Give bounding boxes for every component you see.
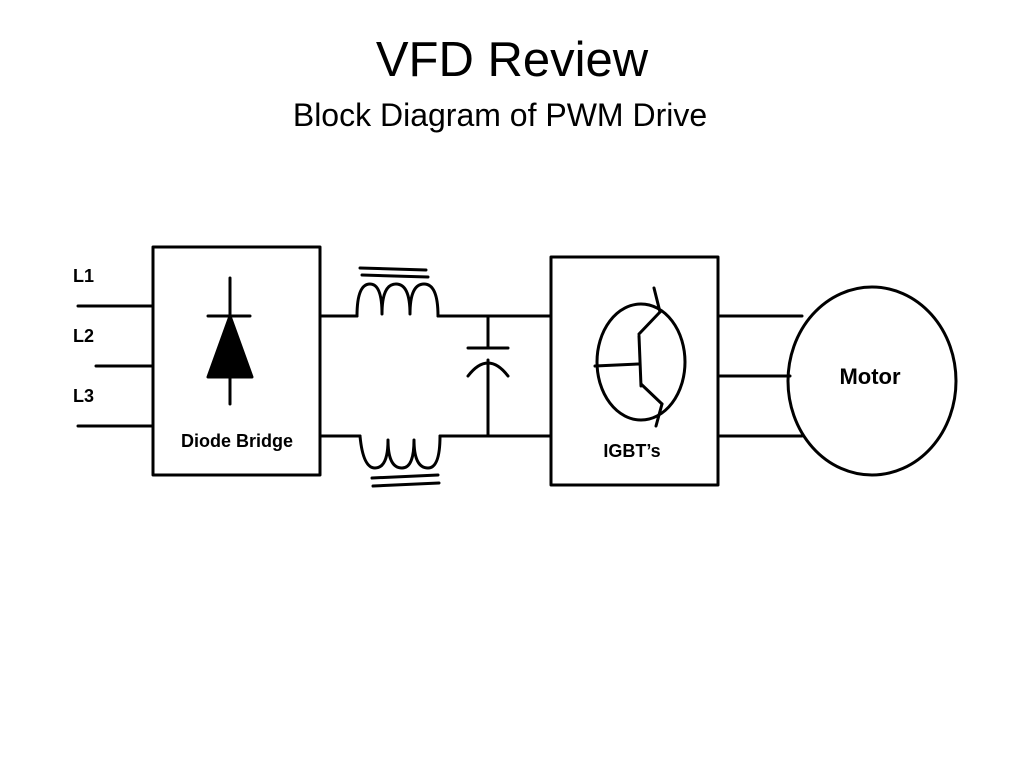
diode-bridge-label: Diode Bridge <box>181 431 293 451</box>
diode-bridge-box <box>151 245 322 477</box>
diode-icon <box>206 276 254 406</box>
bottom-inductor-icon <box>358 434 442 488</box>
capacitor-icon <box>466 314 510 438</box>
input-label-l1: L1 <box>73 266 94 286</box>
motor-circle <box>786 285 958 477</box>
igbt-transistor-icon <box>593 286 687 428</box>
top-inductor-icon <box>355 266 440 318</box>
slide-title: VFD Review <box>375 33 649 87</box>
igbt-box <box>549 255 720 487</box>
slide-subtitle: Block Diagram of PWM Drive <box>292 97 708 133</box>
input-label-l2: L2 <box>73 326 94 346</box>
input-label-l3: L3 <box>73 386 94 406</box>
igbt-label: IGBT’s <box>603 441 660 461</box>
motor-label: Motor <box>839 364 901 389</box>
